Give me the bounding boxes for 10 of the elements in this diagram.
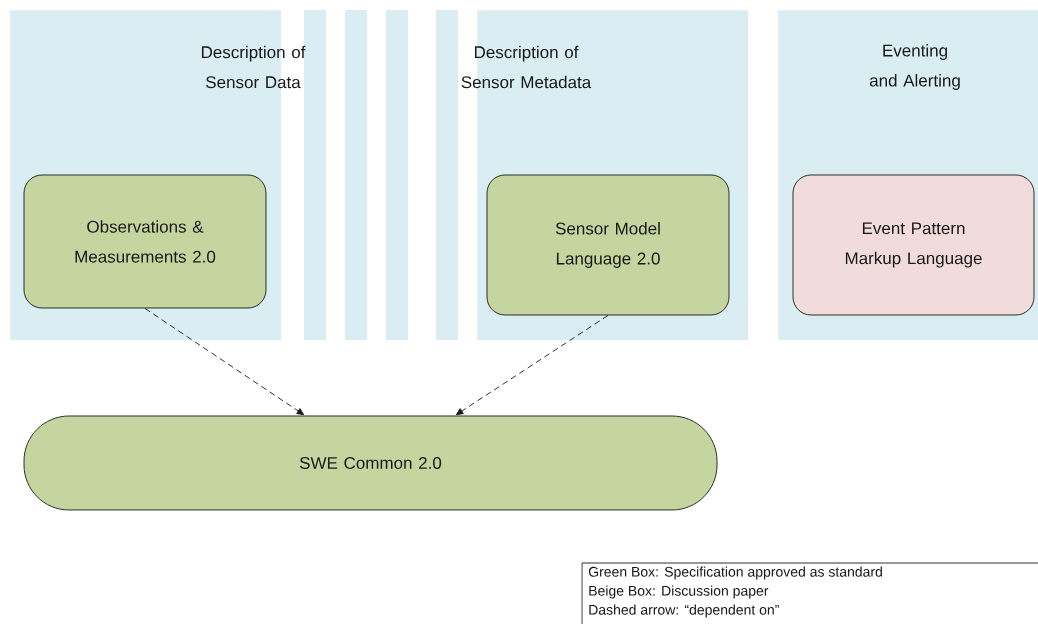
rounded-box: Observations & Measurements 2.0 <box>23 174 267 309</box>
dashed-arrow <box>455 315 609 416</box>
rounded-box: Event Pattern Markup Language <box>792 174 1035 316</box>
note-text: Beige Box: Discussion paper <box>589 585 769 599</box>
dashed-arrow <box>144 308 305 416</box>
note-text: Dashed arrow: “dependent on” <box>589 604 779 618</box>
note-text: Green Box: Specification approved as standard <box>588 566 882 580</box>
pill-box: SWE Common 2.0 <box>23 415 718 511</box>
node-label: Description of Sensor Data <box>201 45 306 89</box>
rounded-box: Sensor Model Language 2.0 <box>486 174 730 316</box>
